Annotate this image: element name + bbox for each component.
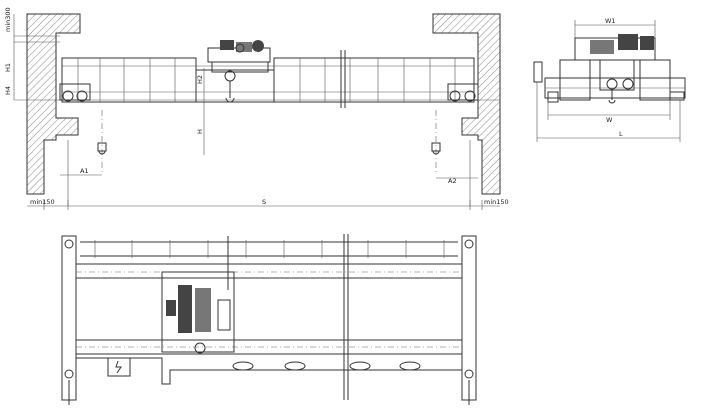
dim-H: H <box>196 129 204 134</box>
right-end-carriage <box>461 235 477 401</box>
crab-trolley <box>207 40 271 103</box>
dim-L: L <box>619 130 623 138</box>
dim-min150-left: min150 <box>30 198 55 206</box>
dim-H2: H2 <box>196 75 204 84</box>
dim-W1: W1 <box>605 17 616 25</box>
left-hook-limit <box>97 110 107 175</box>
right-building-wall <box>432 13 501 195</box>
left-building-wall <box>26 13 81 195</box>
dim-H1: H1 <box>4 63 12 72</box>
right-end-truck <box>447 83 479 102</box>
trolley-plan <box>161 236 235 354</box>
dim-A1: A1 <box>80 167 89 175</box>
dim-min300: min300 <box>4 7 12 32</box>
right-hook-limit <box>431 110 441 175</box>
dim-W: W <box>606 116 613 124</box>
side-elevation-view: W1 W L <box>533 17 686 142</box>
dim-min150-right: min150 <box>484 198 509 206</box>
left-end-carriage <box>61 235 77 401</box>
dim-A2: A2 <box>448 177 457 185</box>
left-end-truck <box>59 83 91 102</box>
dim-span-S: S <box>262 198 266 206</box>
front-elevation-view: min300 H1 H4 H2 H A1 A2 min150 S min150 <box>4 7 509 210</box>
electrical-panel <box>107 357 131 377</box>
bridge-girder <box>61 50 475 108</box>
plan-view <box>61 234 477 405</box>
dim-H4: H4 <box>4 86 12 95</box>
